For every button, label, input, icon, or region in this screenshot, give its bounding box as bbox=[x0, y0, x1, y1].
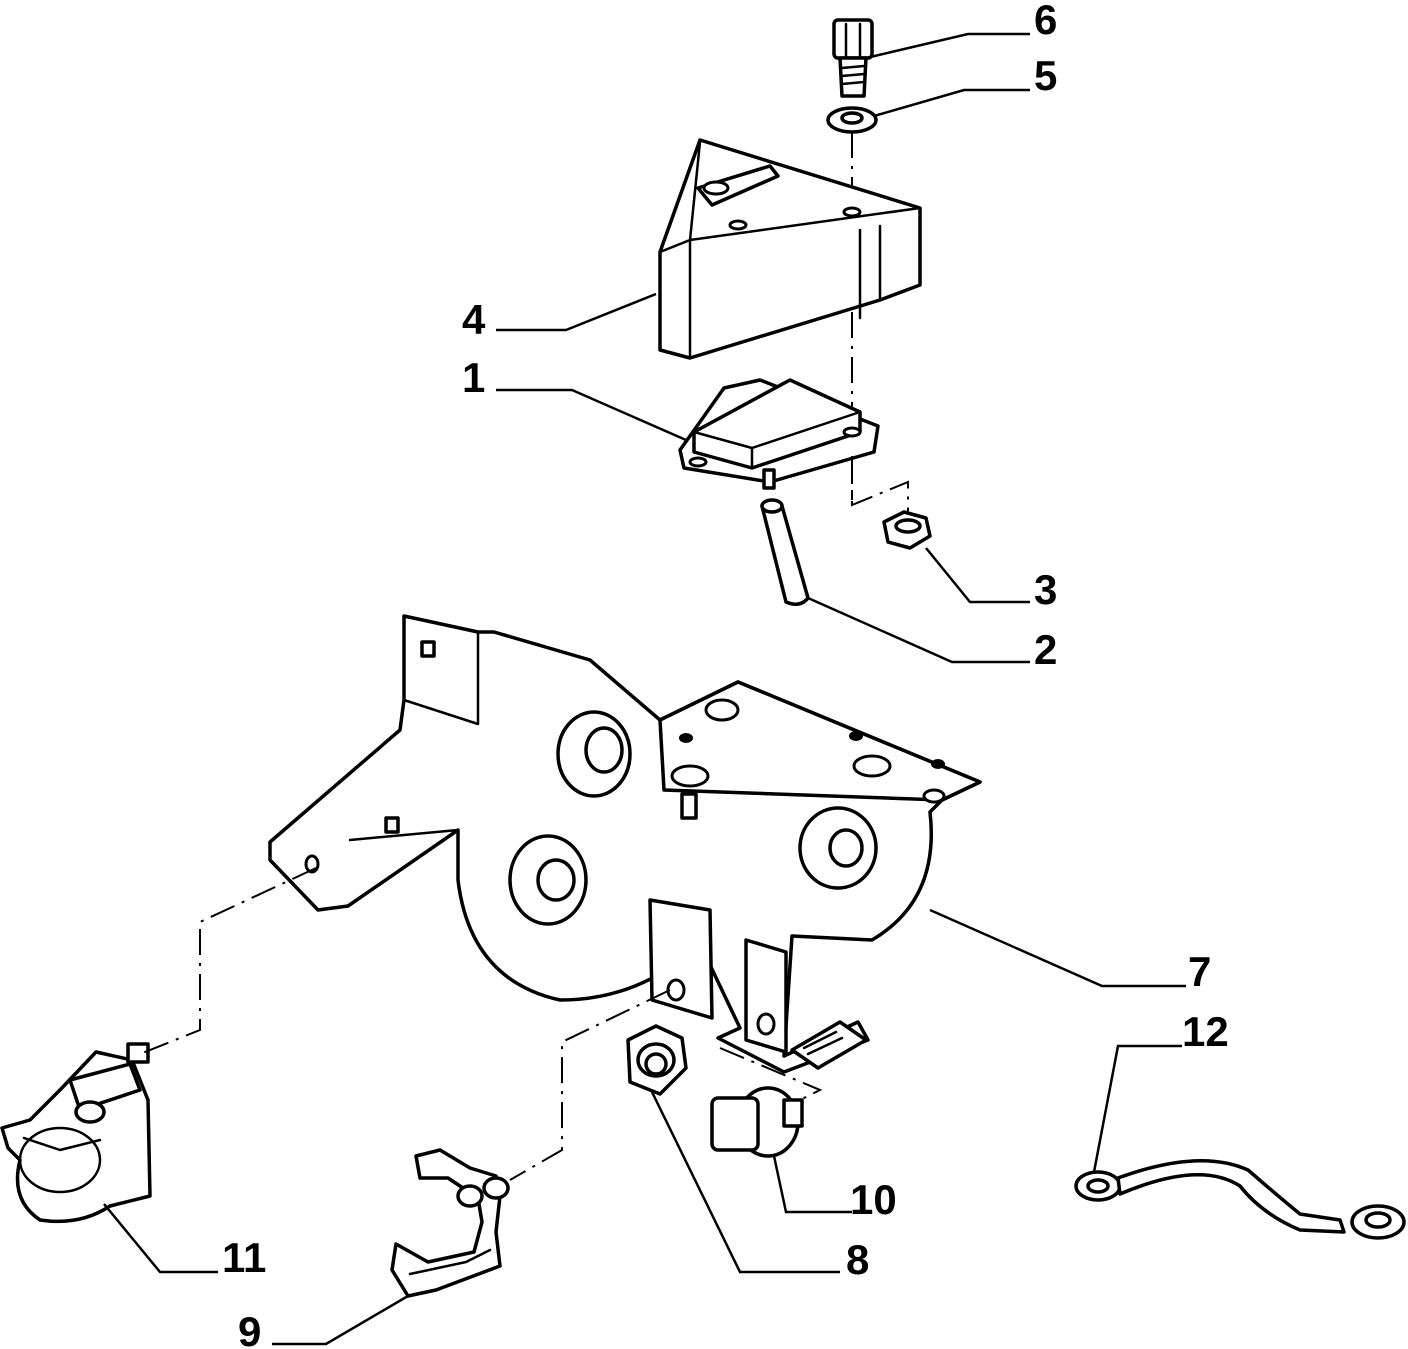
part-5-washer bbox=[826, 106, 878, 134]
part-3-nut bbox=[882, 510, 932, 550]
callout-5: 5 bbox=[1034, 52, 1057, 99]
callout-6: 6 bbox=[1034, 0, 1057, 43]
callout-10: 10 bbox=[850, 1176, 897, 1223]
callout-2: 2 bbox=[1034, 626, 1057, 673]
axis-to-nut bbox=[851, 456, 909, 512]
callout-labels: 6 5 4 1 3 2 7 12 10 8 11 9 bbox=[222, 0, 1229, 1349]
callout-9: 9 bbox=[238, 1308, 261, 1349]
part-8-nut bbox=[626, 1024, 688, 1096]
callout-11: 11 bbox=[222, 1234, 266, 1281]
part-9-clip bbox=[390, 1148, 510, 1298]
callout-7: 7 bbox=[1188, 948, 1211, 995]
part-1-regulator bbox=[678, 378, 880, 490]
leader-lines bbox=[103, 32, 1186, 1346]
part-4-cover bbox=[658, 138, 922, 360]
callout-3: 3 bbox=[1034, 566, 1057, 613]
callout-1: 1 bbox=[462, 354, 485, 401]
callout-12: 12 bbox=[1182, 1008, 1229, 1055]
part-2-hose bbox=[760, 498, 810, 606]
callout-4: 4 bbox=[462, 296, 486, 343]
axis-to-plug bbox=[719, 1047, 823, 1101]
part-6-bolt bbox=[832, 18, 874, 98]
axis-to-clip bbox=[509, 989, 671, 1181]
part-7-bracket bbox=[268, 614, 982, 1074]
part-12-ground-cable bbox=[1074, 1158, 1406, 1240]
callout-8: 8 bbox=[846, 1236, 869, 1283]
part-11-sensor bbox=[0, 1042, 152, 1224]
part-10-plug bbox=[710, 1086, 804, 1158]
axis-to-sensor bbox=[139, 867, 317, 1055]
